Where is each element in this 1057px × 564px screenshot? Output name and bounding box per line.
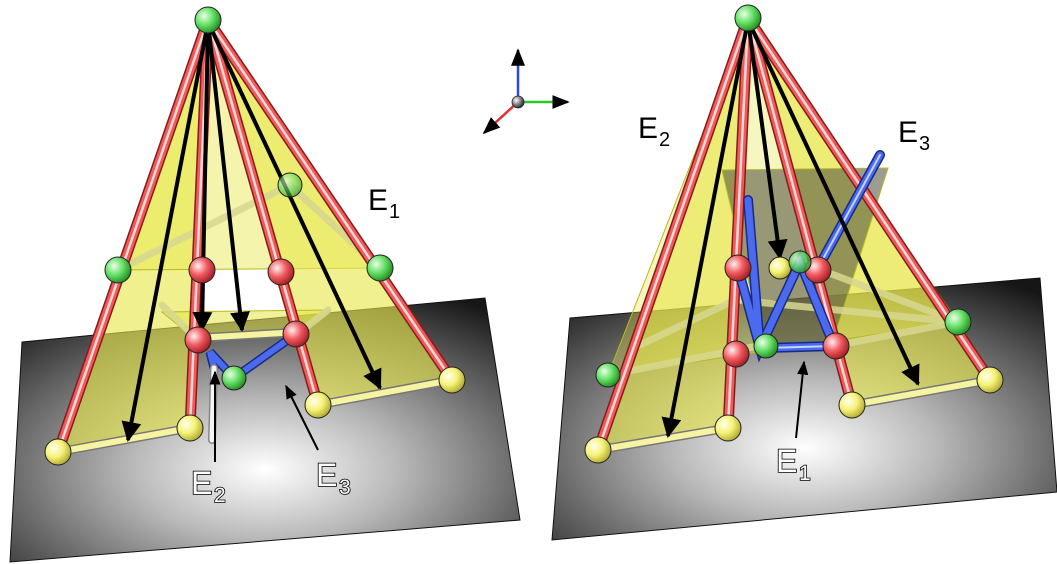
xyz-axis-icon xyxy=(482,48,570,135)
left-label-e3: E 3 xyxy=(315,456,351,500)
right-base-node xyxy=(838,391,866,419)
left-label-e1: E 1 xyxy=(368,184,400,223)
left-node xyxy=(366,254,394,282)
left-arrow-3 xyxy=(206,21,382,390)
right-node xyxy=(822,332,850,360)
left-label-pointers xyxy=(209,370,319,462)
right-node xyxy=(944,308,972,336)
left-label-e2: E 2 xyxy=(190,464,226,508)
left-base-node xyxy=(304,391,332,419)
left-node xyxy=(221,365,247,391)
left-arrows xyxy=(121,21,382,442)
left-base-node xyxy=(44,438,72,466)
svg-text:1: 1 xyxy=(389,201,400,223)
left-node xyxy=(282,320,310,348)
left-base-node xyxy=(176,414,204,442)
right-base-edges xyxy=(593,375,995,455)
right-node xyxy=(788,250,812,274)
right-node xyxy=(595,362,621,388)
right-node xyxy=(768,256,792,280)
svg-text:3: 3 xyxy=(339,476,351,499)
left-node xyxy=(104,256,132,284)
right-nodes xyxy=(584,4,1004,464)
left-node xyxy=(184,326,212,354)
right-arrow-3 xyxy=(746,19,920,386)
left-arrow-2 xyxy=(206,21,250,332)
svg-text:E: E xyxy=(316,457,337,493)
right-base-node xyxy=(976,366,1004,394)
svg-text:1: 1 xyxy=(799,462,811,485)
svg-text:E: E xyxy=(898,116,918,149)
right-label-e3: E 3 xyxy=(898,116,930,155)
left-base-node xyxy=(438,366,466,394)
right-label-e1: E 1 xyxy=(775,442,811,486)
svg-text:E: E xyxy=(776,443,797,479)
left-apex-node xyxy=(194,6,222,34)
right-node xyxy=(724,254,752,282)
right-blue-edges xyxy=(733,150,885,363)
right-arrow-2 xyxy=(746,19,788,260)
right-arrows xyxy=(661,19,920,438)
svg-text:E: E xyxy=(191,465,212,501)
left-node xyxy=(277,172,303,198)
left-nodes xyxy=(44,6,466,466)
left-node xyxy=(267,258,295,286)
right-base-node xyxy=(714,414,742,442)
svg-text:2: 2 xyxy=(659,129,670,151)
svg-text:E: E xyxy=(638,112,658,145)
right-apex-node xyxy=(734,4,762,32)
right-node xyxy=(753,333,779,359)
left-arrow-1 xyxy=(121,21,210,442)
right-base-node xyxy=(584,436,612,464)
svg-text:2: 2 xyxy=(214,484,226,507)
right-arrow-1 xyxy=(661,19,750,438)
left-figure: E 1 E 2 E 3 xyxy=(9,6,521,563)
svg-text:E: E xyxy=(368,184,388,217)
right-node xyxy=(722,340,750,368)
svg-text:3: 3 xyxy=(919,133,930,155)
right-label-e2: E 2 xyxy=(638,112,670,151)
left-node xyxy=(188,256,216,284)
right-figure: E 2 E 3 E 1 xyxy=(551,4,1057,541)
right-label-pointers xyxy=(795,360,809,439)
